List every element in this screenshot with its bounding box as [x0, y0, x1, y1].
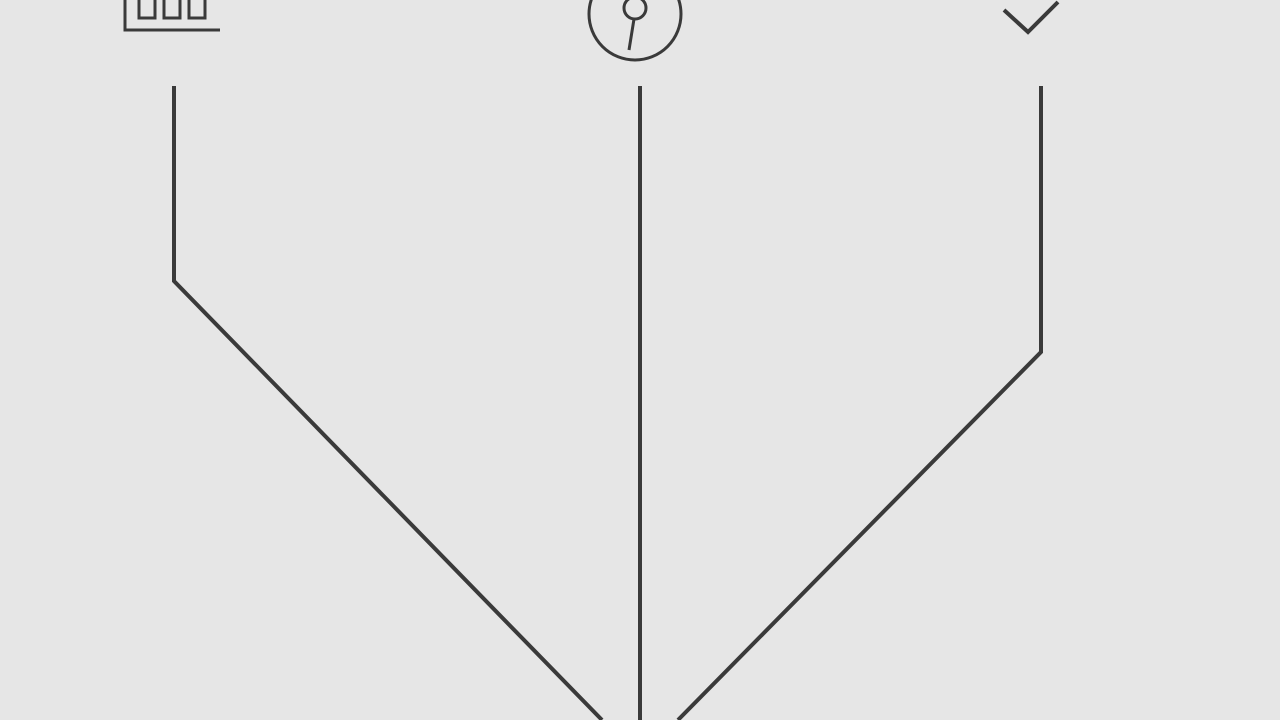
branch-line-left: [172, 86, 604, 720]
branch-line-right: [676, 86, 1043, 720]
checkmark-icon: [1002, 0, 1060, 35]
bar-chart-icon: [123, 0, 220, 32]
location-pin-icon: [587, 0, 683, 62]
